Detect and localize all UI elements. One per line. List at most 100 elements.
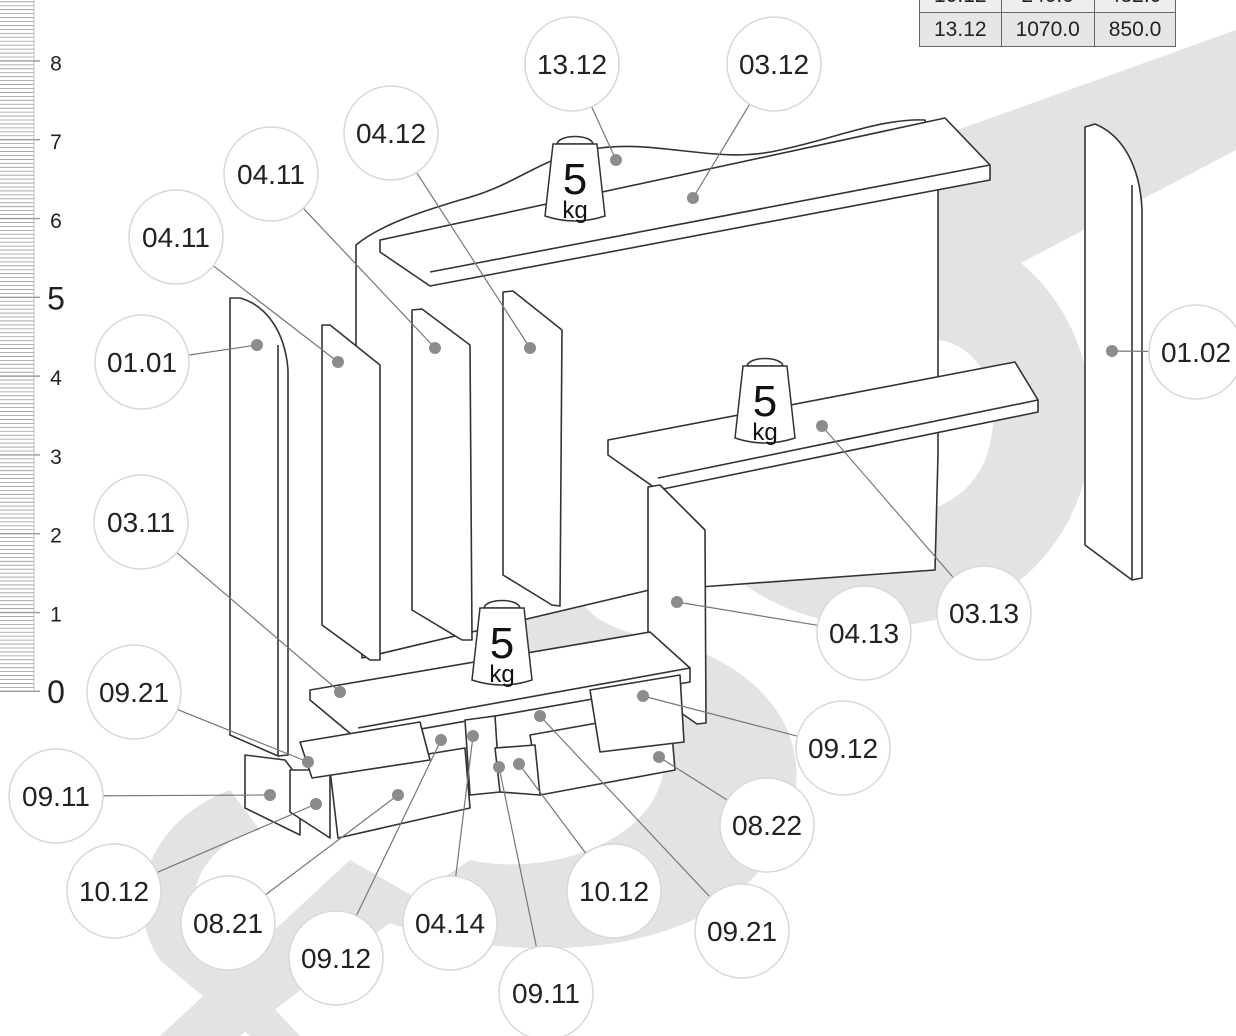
part-dot: [513, 758, 525, 770]
callout-label: 03.13: [949, 598, 1019, 629]
part-callout: 10.12: [66, 843, 162, 939]
part-dot: [610, 154, 622, 166]
part-callout: 10.12: [566, 843, 662, 939]
part-callout: 09.21: [86, 644, 182, 740]
leader-line: [539, 715, 711, 898]
part-callout: 04.11: [223, 126, 319, 222]
leader-line: [176, 552, 341, 693]
callout-label: 01.01: [107, 347, 177, 378]
callout-label: 04.11: [142, 222, 210, 253]
ruler-label: 1: [50, 603, 62, 626]
callout-label: 09.21: [707, 916, 777, 947]
leader-line: [455, 735, 474, 877]
callout-circle: [816, 585, 912, 681]
callout-circle: [726, 16, 822, 112]
part-dot: [534, 710, 546, 722]
callout-label: 10.12: [79, 876, 149, 907]
weight-unit: kg: [489, 661, 514, 688]
part-callout: 01.02: [1148, 304, 1236, 400]
scale-ruler: [0, 0, 40, 693]
callout-label: 09.21: [99, 677, 169, 708]
weight-value: 5: [753, 377, 777, 426]
weight-5kg-icon: 5kg: [544, 135, 606, 224]
leader-lines: [102, 103, 1150, 948]
callout-circle: [8, 748, 104, 844]
part-dot: [687, 192, 699, 204]
callout-circle: [86, 644, 182, 740]
part-callout: 09.11: [8, 748, 104, 844]
callout-label: 09.12: [301, 943, 371, 974]
part-callout: 09.12: [288, 910, 384, 1006]
callout-circle: [288, 910, 384, 1006]
part-callout: 04.12: [343, 85, 439, 181]
part-dot: [429, 342, 441, 354]
callout-label: 04.13: [829, 618, 899, 649]
callout-circle: [694, 883, 790, 979]
part-dot: [251, 339, 263, 351]
plinth-10-12-right: [494, 744, 541, 796]
weight-5kg-icon: 5kg: [471, 599, 533, 688]
part-dot: [334, 686, 346, 698]
weight-handle: [556, 135, 594, 145]
ruler-label: 0: [47, 674, 65, 710]
partition-04-11-a: [321, 324, 381, 661]
callout-circle: [343, 85, 439, 181]
leader-line: [156, 803, 317, 873]
weight-value: 5: [563, 155, 587, 204]
part-dot: [435, 734, 447, 746]
callout-circle: [94, 314, 190, 410]
table-row: 13.12 1070.0 850.0: [919, 12, 1177, 47]
side-panel-01-01: [229, 297, 289, 757]
callout-circle: [93, 474, 189, 570]
leader-line: [416, 172, 531, 349]
leader-line: [518, 763, 587, 854]
leader-line: [642, 695, 798, 737]
leader-line: [302, 207, 436, 349]
weight-body: [734, 365, 796, 444]
leader-line: [102, 794, 271, 797]
part-dot: [310, 798, 322, 810]
part-dot: [653, 751, 665, 763]
callout-label: 10.12: [579, 876, 649, 907]
callout-label: 13.12: [537, 49, 607, 80]
ruler-label: 3: [50, 446, 62, 469]
part-callout: 03.12: [726, 16, 822, 112]
callout-label: 08.22: [732, 810, 802, 841]
callout-circle: [566, 843, 662, 939]
callout-circle: [66, 843, 162, 939]
table-cell: 850.0: [1093, 12, 1177, 47]
leader-line: [177, 708, 309, 763]
drawer-back-09-12-right: [589, 674, 685, 753]
callout-circle: [180, 875, 276, 971]
partition-04-12: [502, 290, 563, 607]
weight-body: [544, 143, 606, 222]
callout-label: 04.11: [237, 159, 305, 190]
part-callout: 03.13: [936, 565, 1032, 661]
part-callout: 04.11: [128, 189, 224, 285]
table-cell: 10.12: [919, 0, 1002, 13]
part-callout: 03.11: [93, 474, 189, 570]
part-dot: [524, 342, 536, 354]
weight-unit: kg: [752, 419, 777, 446]
leader-line: [658, 756, 728, 801]
part-callout: 09.21: [694, 883, 790, 979]
part-callout: 09.11: [498, 945, 594, 1036]
callout-label: 08.21: [193, 908, 263, 939]
callout-circle: [223, 126, 319, 222]
ruler-label: 8: [50, 52, 62, 75]
table-cell: 13.12: [919, 12, 1002, 47]
leader-line: [591, 106, 617, 161]
part-callout: 08.22: [719, 777, 815, 873]
furniture-parts: [229, 117, 1143, 839]
callout-circle: [128, 189, 224, 285]
part-dot: [332, 356, 344, 368]
leader-line: [355, 739, 442, 916]
callout-label: 01.02: [1161, 337, 1231, 368]
leader-line: [188, 344, 258, 356]
leader-line: [692, 103, 751, 199]
part-dot: [637, 690, 649, 702]
part-callout: 09.12: [795, 700, 891, 796]
